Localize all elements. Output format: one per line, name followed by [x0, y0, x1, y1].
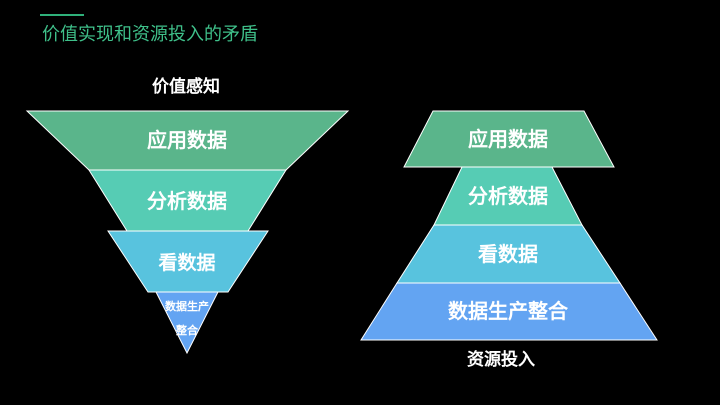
funnel-layer-4-label-line1: 数据生产 [165, 299, 209, 313]
title-accent-line [40, 14, 84, 16]
pyramid: 应用数据 分析数据 看数据 数据生产整合 [360, 110, 658, 341]
pyramid-layer-2-label: 分析数据 [468, 184, 548, 208]
pyramid-layer-4 [360, 282, 658, 341]
pyramid-layer-4-label: 数据生产整合 [448, 299, 569, 323]
pyramid-label: 资源投入 [467, 350, 535, 370]
funnel-layer-4-label-line2: 整合 [175, 323, 199, 337]
funnel-layer-3-label: 看数据 [157, 251, 215, 274]
pyramid-layer-1-label: 应用数据 [468, 127, 548, 151]
funnel-label: 价值感知 [152, 77, 220, 97]
funnel-layer-2-label: 分析数据 [147, 189, 227, 213]
pyramid-layer-1 [403, 110, 615, 168]
funnel-layer-1-label: 应用数据 [147, 128, 227, 152]
funnel-layer-4 [155, 291, 219, 355]
funnel-layer-3 [107, 230, 269, 293]
page-title: 价值实现和资源投入的矛盾 [42, 24, 258, 45]
pyramid-layer-3-label: 看数据 [478, 242, 538, 266]
funnel: 应用数据 分析数据 看数据 数据生产 整合 [25, 110, 350, 355]
